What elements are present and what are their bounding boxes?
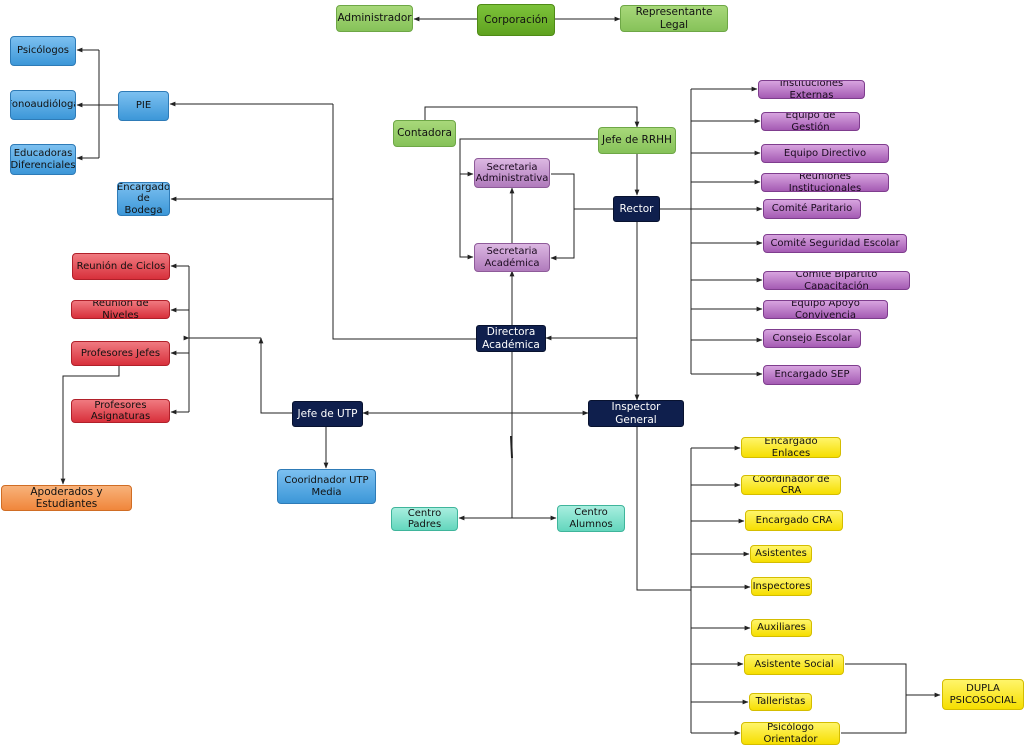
node-comite-bipartito: Comité Bipartito Capacitación bbox=[763, 271, 910, 290]
node-talleristas: Talleristas bbox=[749, 693, 812, 711]
node-equipo-gestion: Equipo de Gestión bbox=[761, 112, 860, 131]
node-comite-paritario: Comité Paritario bbox=[763, 199, 861, 219]
node-centro-padres: Centro Padres bbox=[391, 507, 458, 531]
node-dupla-psicosocial: DUPLA PSICOSOCIAL bbox=[942, 679, 1024, 710]
edge-utp-up bbox=[258, 337, 292, 414]
node-coordinador-cra: Coordinador de CRA bbox=[741, 475, 841, 495]
node-profesores-asignaturas: Profesores Asignaturas bbox=[71, 399, 170, 423]
node-apoderados-estudiantes: Apoderados y Estudiantes bbox=[1, 485, 132, 511]
edge-rector-secretarias bbox=[551, 173, 613, 258]
edge-rrhh-secretarias bbox=[459, 138, 598, 260]
node-jefe-utp: Jefe de UTP bbox=[292, 401, 363, 427]
node-fonoaudiologa: Fonoaudióloga bbox=[10, 90, 76, 120]
node-secretaria-academica: Secretaria Académica bbox=[474, 243, 550, 272]
node-contadora: Contadora bbox=[393, 120, 456, 147]
edge-contadora-rrhh bbox=[424, 106, 640, 128]
node-centro-alumnos: Centro Alumnos bbox=[557, 505, 625, 532]
node-administrador: Administrador bbox=[336, 5, 413, 32]
node-inspector-general: Inspector General bbox=[588, 400, 684, 427]
node-encargado-cra: Encargado CRA bbox=[745, 510, 843, 531]
node-encargado-bodega: Encargado de Bodega bbox=[117, 182, 170, 216]
node-coordinador-utp: Cooridnador UTP Media bbox=[277, 469, 376, 504]
node-equipo-apoyo: Equipo Apoyo Convivencia bbox=[763, 300, 888, 319]
node-encargado-sep: Encargado SEP bbox=[763, 365, 861, 385]
node-instituciones-externas: Instituciones Externas bbox=[758, 80, 865, 99]
node-comite-seguridad: Comité Seguridad Escolar bbox=[763, 234, 907, 253]
node-reunion-ciclos: Reunión de Ciclos bbox=[72, 253, 170, 280]
edge-inspector-trunk bbox=[636, 427, 692, 733]
node-consejo-escolar: Consejo Escolar bbox=[763, 329, 861, 348]
edge-pie-bracket bbox=[98, 50, 118, 158]
node-profesores-jefes: Profesores Jefes bbox=[71, 341, 170, 366]
node-auxiliares: Auxiliares bbox=[751, 619, 812, 637]
node-pie: PIE bbox=[118, 91, 169, 121]
node-directora-academica: Directora Académica bbox=[476, 325, 546, 352]
node-educadoras-diferenciales: Educadoras Diferenciales bbox=[10, 144, 76, 175]
node-reuniones-institucionales: Reuniones Institucionales bbox=[761, 173, 889, 192]
node-secretaria-administrativa: Secretaria Administrativa bbox=[474, 158, 550, 188]
node-equipo-directivo: Equipo Directivo bbox=[761, 144, 889, 163]
node-asistentes: Asistentes bbox=[750, 545, 812, 563]
node-psicologos: Psicólogos bbox=[10, 36, 76, 66]
node-asistente-social: Asistente Social bbox=[744, 654, 844, 675]
node-jefe-rrhh: Jefe de RRHH bbox=[598, 127, 676, 154]
node-inspectores: Inspectores bbox=[751, 577, 812, 596]
edge-directora-trunk bbox=[332, 104, 476, 340]
edge-jefes-apoderados bbox=[60, 366, 120, 485]
node-reunion-niveles: Reunión de Niveles bbox=[71, 300, 170, 319]
node-psicologo-orientador: Psicólogo Orientador bbox=[741, 722, 840, 745]
edge-dupla bbox=[841, 663, 940, 734]
edge-teachers-bracket bbox=[188, 266, 261, 412]
node-rector: Rector bbox=[613, 196, 660, 222]
node-representante-legal: Representante Legal bbox=[620, 5, 728, 32]
node-corporacion: Corporación bbox=[477, 4, 555, 36]
node-encargado-enlaces: Encargado Enlaces bbox=[741, 437, 841, 458]
